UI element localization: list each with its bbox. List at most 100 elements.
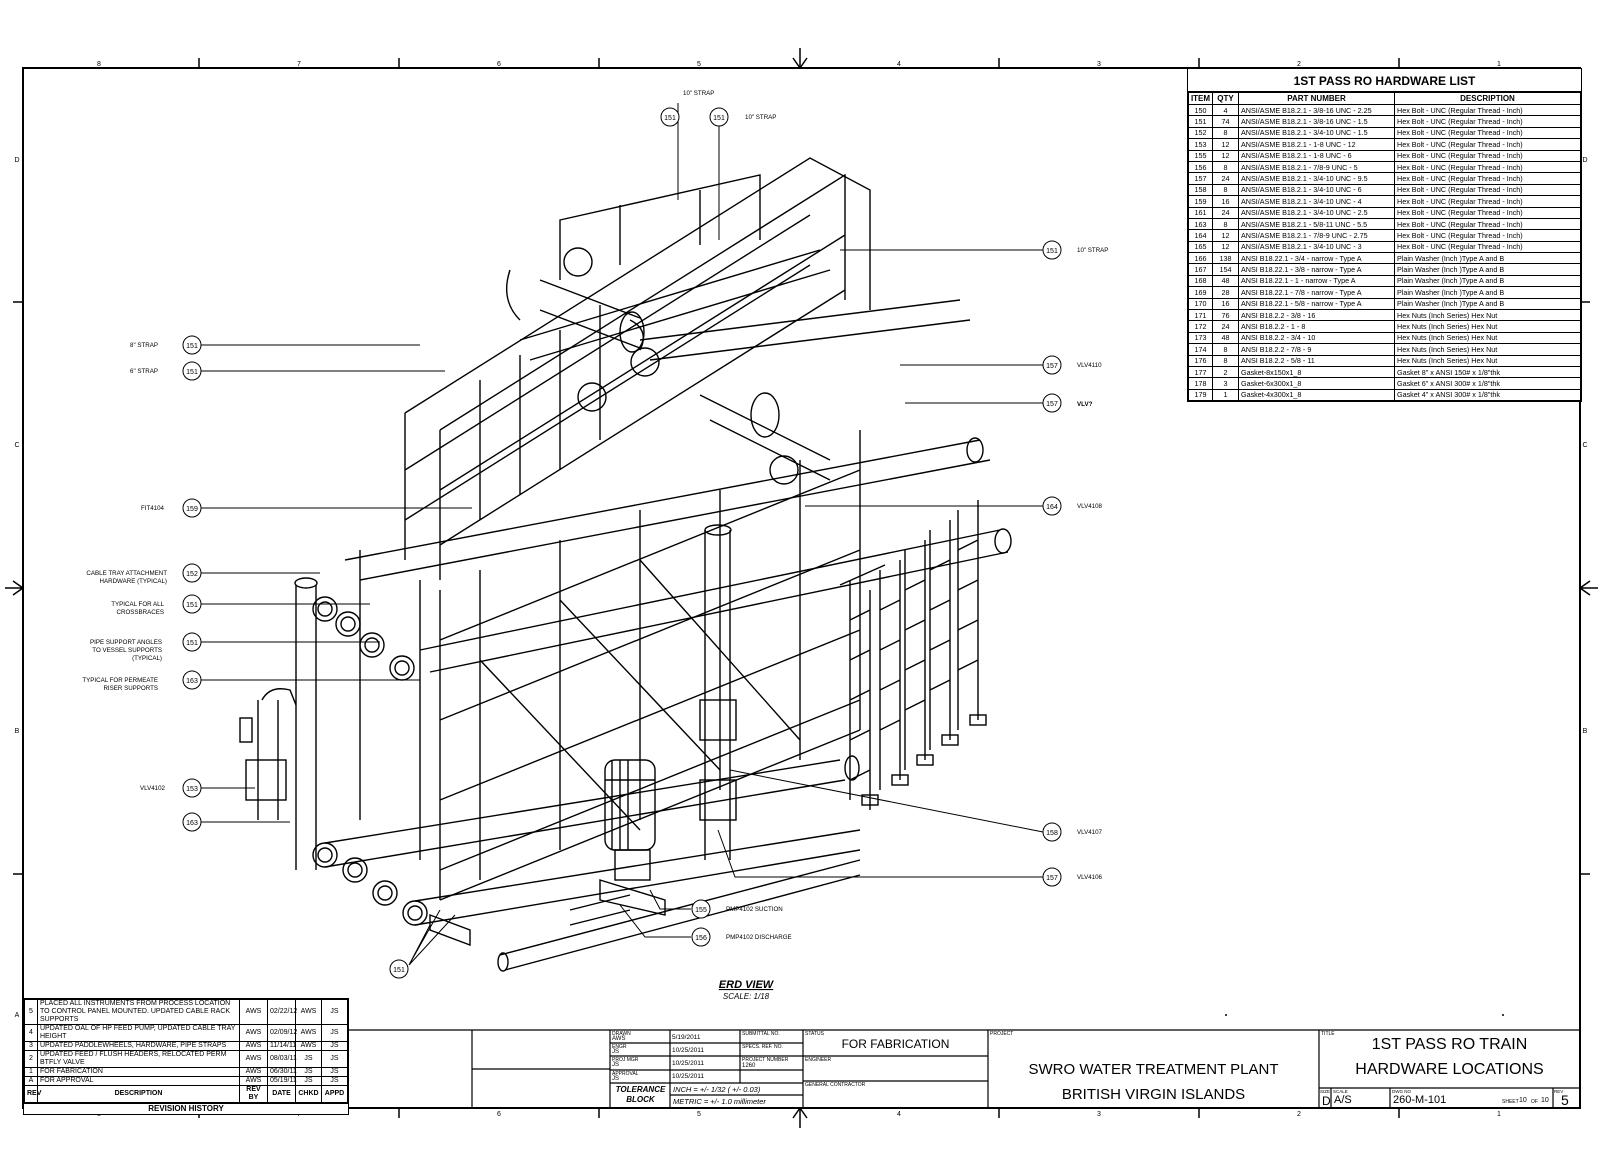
callout-label: 8" STRAP <box>130 342 158 349</box>
qty-cell: 28 <box>1212 286 1239 299</box>
callout-label: VLV4102 <box>140 785 166 792</box>
part-number-cell: ANSI/ASME B18.2.1 - 3/8-16 UNC - 1.5 <box>1238 115 1395 128</box>
balloon: 159 <box>182 498 202 518</box>
svg-text:164: 164 <box>1046 504 1058 511</box>
description-cell: Gasket 4" x ANSI 300# x 1/8"thk <box>1394 388 1581 402</box>
callout-label: 10" STRAP <box>745 114 776 121</box>
item-cell: 168 <box>1188 274 1213 288</box>
engr-by: JS <box>612 1049 620 1055</box>
rev-value: 5 <box>1561 1092 1569 1108</box>
description-cell: Hex Bolt - UNC (Regular Thread - Inch) <box>1394 217 1581 231</box>
qty-cell: 12 <box>1212 240 1239 254</box>
svg-text:D: D <box>14 157 19 164</box>
revision-desc-cell: UPDATED FEED / FLUSH HEADERS, RELOCATED … <box>37 1050 240 1068</box>
zone-ticks <box>13 58 1590 1118</box>
description-cell: Plain Washer (Inch )Type A and B <box>1394 274 1581 288</box>
description-cell: Hex Bolt - UNC (Regular Thread - Inch) <box>1394 126 1581 140</box>
callout-label: VLV4110 <box>1077 362 1102 369</box>
item-cell: 176 <box>1188 354 1213 368</box>
callout-label: 6" STRAP <box>130 368 158 375</box>
submittal-label: SUBMITTAL NO. <box>742 1031 780 1037</box>
item-cell: 161 <box>1188 206 1213 219</box>
size-value: D <box>1322 1094 1331 1108</box>
revision-rev-cell: 3 <box>24 1041 38 1051</box>
item-cell: 152 <box>1188 126 1213 140</box>
qty-cell: 24 <box>1212 172 1239 185</box>
balloon: 151 <box>182 594 202 614</box>
scale-label: SCALE <box>1333 1089 1348 1094</box>
hardware-list-table: 1ST PASS RO HARDWARE LIST ITEM QTY PART … <box>1187 68 1582 403</box>
svg-text:151: 151 <box>1046 248 1058 255</box>
appd-col-header: APPD <box>321 1085 348 1103</box>
part-number-cell: ANSI/ASME B18.2.1 - 1-8 UNC - 12 <box>1238 138 1395 151</box>
description-cell: Plain Washer (Inch )Type A and B <box>1394 297 1581 311</box>
balloon: 156 <box>691 927 711 947</box>
revision-by-cell: AWS <box>239 1041 268 1051</box>
svg-text:3: 3 <box>1097 61 1101 68</box>
part-number-cell: Gasket-6x300x1_8 <box>1238 377 1395 390</box>
balloon: 163 <box>182 812 202 832</box>
revision-appd-cell: JS <box>321 1050 348 1068</box>
description-cell: Hex Bolt - UNC (Regular Thread - Inch) <box>1394 172 1581 185</box>
callout-label: 10" STRAP <box>683 90 714 97</box>
svg-text:151: 151 <box>664 115 676 122</box>
project-number-label: PROJECT NUMBER <box>742 1057 789 1063</box>
drawn-date: 5/19/2011 <box>672 1034 701 1041</box>
revision-desc-cell: UPDATED OAL OF HP FEED PUMP, UPDATED CAB… <box>37 1024 240 1042</box>
part-number-cell: ANSI B18.2.2 - 3/8 - 16 <box>1238 309 1395 322</box>
project-line-1: SWRO WATER TREATMENT PLANT <box>1028 1061 1279 1078</box>
revision-chkd-cell: AWS <box>295 999 322 1025</box>
callout-label: CROSSBRACES <box>117 609 164 616</box>
revision-header-row: REV DESCRIPTION REV BY DATE CHKD APPD <box>24 1085 348 1103</box>
pm-date: 10/25/2011 <box>672 1060 705 1067</box>
balloon: 151 <box>660 107 680 127</box>
item-cell: 164 <box>1188 229 1213 242</box>
item-cell: 172 <box>1188 320 1213 333</box>
svg-text:155: 155 <box>695 907 707 914</box>
callout-label: VLV4107 <box>1077 829 1103 836</box>
svg-text:153: 153 <box>186 786 198 793</box>
description-cell: Hex Nuts (Inch Series) Hex Nut <box>1394 320 1581 333</box>
item-cell: 150 <box>1188 103 1213 117</box>
item-cell: 165 <box>1188 240 1213 254</box>
qty-cell: 16 <box>1212 195 1239 208</box>
svg-text:C: C <box>14 442 19 449</box>
description-cell: Hex Bolt - UNC (Regular Thread - Inch) <box>1394 160 1581 174</box>
item-cell: 171 <box>1188 309 1213 322</box>
revision-by-cell: AWS <box>239 1076 268 1086</box>
approval-label: APPROVAL <box>612 1071 639 1077</box>
item-cell: 179 <box>1188 388 1213 402</box>
engr-date: 10/25/2011 <box>672 1047 705 1054</box>
qty-cell: 76 <box>1212 309 1239 322</box>
description-cell: Hex Nuts (Inch Series) Hex Nut <box>1394 343 1581 356</box>
callout-label: PMP4102 SUCTION <box>726 906 783 913</box>
revby-col-header: REV BY <box>239 1085 268 1103</box>
item-cell: 173 <box>1188 331 1213 345</box>
callout-text-right: VLV4102 10" STRAP 10" STRAP 10" STRAP VL… <box>140 90 1108 941</box>
callout-label: HARDWARE (TYPICAL) <box>100 578 168 585</box>
svg-text:163: 163 <box>186 678 198 685</box>
revision-rev-cell: 4 <box>24 1024 38 1042</box>
callout-balloons: 151 151 159 152 151 151 163 153 163 151 … <box>182 107 1062 979</box>
description-cell: Hex Bolt - UNC (Regular Thread - Inch) <box>1394 229 1581 242</box>
qty-cell: 24 <box>1212 320 1239 333</box>
callout-label: RISER SUPPORTS <box>103 685 158 692</box>
part-number-cell: Gasket-4x300x1_8 <box>1238 388 1395 402</box>
description-cell: Hex Bolt - UNC (Regular Thread - Inch) <box>1394 103 1581 117</box>
description-cell: Hex Bolt - UNC (Regular Thread - Inch) <box>1394 138 1581 151</box>
view-name: ERD VIEW <box>719 979 775 991</box>
